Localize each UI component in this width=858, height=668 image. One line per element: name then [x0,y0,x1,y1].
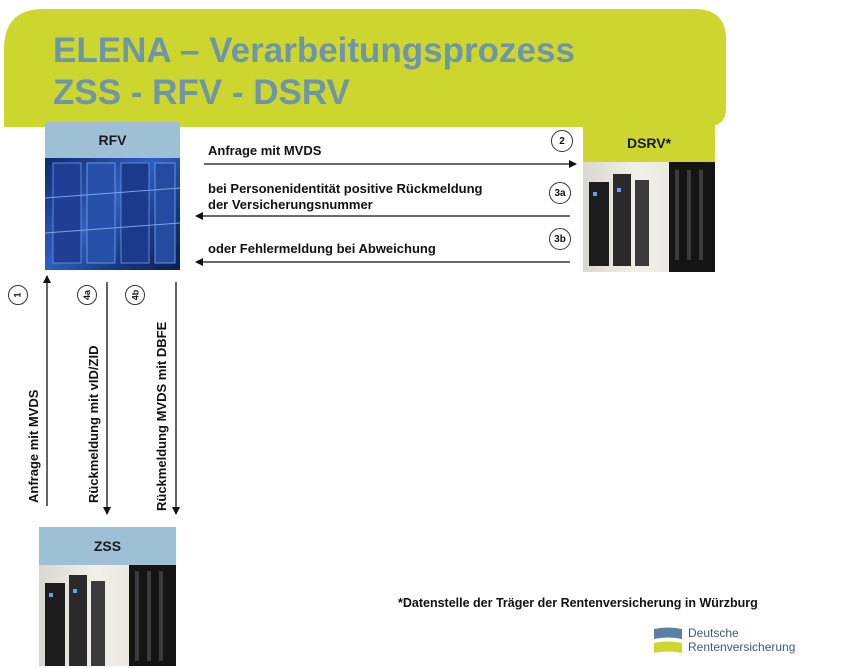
step-1-number: 1 [12,292,23,298]
step-4a-badge: 4a [77,285,97,305]
message-3a-line-2: der Versicherungsnummer [208,197,373,212]
message-3a: bei Personenidentität positive Rückmeldu… [208,181,483,213]
message-3b: oder Fehlermeldung bei Abweichung [208,241,436,256]
step-3b-number: 3b [554,233,566,245]
dsrv-label: DSRV* [583,124,715,162]
logo-line-1: Deutsche [688,626,739,640]
step-4a-number: 4a [81,289,92,301]
zss-label: ZSS [39,527,176,565]
step-4b-number: 4b [129,289,140,301]
page-title: ELENA – Verarbeitungsprozess ZSS - RFV -… [53,30,575,114]
message-4b: Rückmeldung MVDS mit DBFE [154,321,169,511]
title-banner [4,9,726,127]
step-2-badge: 2 [551,130,573,152]
step-4b-badge: 4b [125,285,145,305]
title-line-2: ZSS - RFV - DSRV [53,73,350,112]
dsrv-server-image [583,162,715,272]
message-3a-line-1: bei Personenidentität positive Rückmeldu… [208,181,483,196]
logo-text: Deutsche Rentenversicherung [688,626,795,654]
step-1-badge: 1 [8,285,28,305]
step-2-number: 2 [559,135,565,147]
step-3a-badge: 3a [549,182,571,204]
rfv-server-image [45,158,180,270]
message-4a: Rückmeldung mit vID/ZID [86,345,101,503]
step-3a-number: 3a [554,187,566,199]
message-1: Anfrage mit MVDS [26,389,41,503]
footnote: *Datenstelle der Träger der Rentenversic… [398,596,758,610]
zss-server-image [39,565,176,666]
step-3b-badge: 3b [549,228,571,250]
logo-line-2: Rentenversicherung [688,640,796,654]
message-2: Anfrage mit MVDS [208,143,322,158]
deutsche-rentenversicherung-logo: Deutsche Rentenversicherung [652,626,827,658]
logo-mark-icon [654,627,682,653]
rfv-label: RFV [45,122,180,158]
title-line-1: ELENA – Verarbeitungsprozess [53,31,575,70]
